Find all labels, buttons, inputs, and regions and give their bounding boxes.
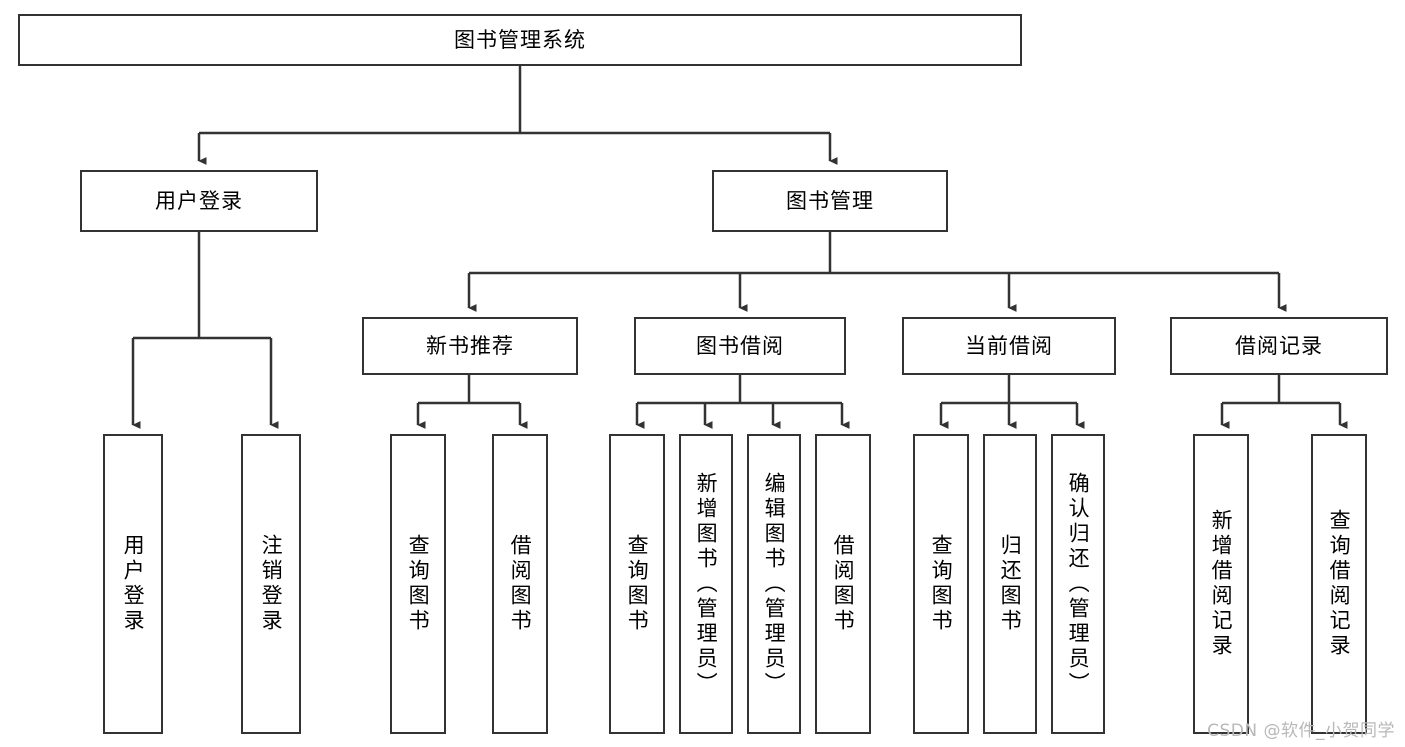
- leaf-borrow-book-2[interactable]: 借阅图书: [815, 434, 871, 734]
- node-label: 查询图书: [406, 534, 431, 634]
- node-current-borrow[interactable]: 当前借阅: [902, 317, 1116, 375]
- leaf-user-login[interactable]: 用户登录: [103, 434, 163, 734]
- node-new-book-recommend[interactable]: 新书推荐: [362, 317, 578, 375]
- leaf-query-book-1[interactable]: 查询图书: [390, 434, 446, 734]
- node-label: 图书管理系统: [454, 27, 586, 52]
- node-user-login[interactable]: 用户登录: [80, 170, 318, 232]
- node-label: 新增图书（管理员）: [694, 471, 719, 697]
- node-label: 确认归还（管理员）: [1066, 471, 1091, 697]
- leaf-edit-book-admin[interactable]: 编辑图书（管理员）: [747, 434, 801, 734]
- leaf-borrow-book-1[interactable]: 借阅图书: [492, 434, 548, 734]
- node-label: 当前借阅: [965, 333, 1053, 358]
- node-label: 查询图书: [929, 534, 954, 634]
- node-book-borrow[interactable]: 图书借阅: [634, 317, 846, 375]
- leaf-confirm-return-admin[interactable]: 确认归还（管理员）: [1051, 434, 1105, 734]
- node-label: 用户登录: [121, 534, 146, 634]
- node-label: 查询借阅记录: [1327, 509, 1352, 659]
- leaf-query-book-3[interactable]: 查询图书: [913, 434, 969, 734]
- node-book-management[interactable]: 图书管理: [712, 170, 948, 232]
- watermark-text: CSDN @软件_小贺同学: [1207, 721, 1395, 741]
- node-root-system[interactable]: 图书管理系统: [18, 14, 1022, 66]
- node-label: 注销登录: [259, 534, 284, 634]
- node-borrow-record[interactable]: 借阅记录: [1170, 317, 1388, 375]
- leaf-add-book-admin[interactable]: 新增图书（管理员）: [679, 434, 733, 734]
- node-label: 图书管理: [786, 188, 874, 213]
- leaf-return-book[interactable]: 归还图书: [983, 434, 1037, 734]
- node-label: 编辑图书（管理员）: [762, 471, 787, 697]
- leaf-logout-login[interactable]: 注销登录: [241, 434, 301, 734]
- leaf-query-book-2[interactable]: 查询图书: [609, 434, 665, 734]
- node-label: 新书推荐: [426, 333, 514, 358]
- node-label: 用户登录: [155, 188, 243, 213]
- node-label: 借阅图书: [508, 534, 533, 634]
- leaf-query-borrow-record[interactable]: 查询借阅记录: [1311, 434, 1367, 734]
- leaf-add-borrow-record[interactable]: 新增借阅记录: [1193, 434, 1249, 734]
- node-label: 借阅记录: [1235, 333, 1323, 358]
- node-label: 图书借阅: [696, 333, 784, 358]
- node-label: 查询图书: [625, 534, 650, 634]
- node-label: 归还图书: [998, 534, 1023, 634]
- node-label: 借阅图书: [831, 534, 856, 634]
- node-label: 新增借阅记录: [1209, 509, 1234, 659]
